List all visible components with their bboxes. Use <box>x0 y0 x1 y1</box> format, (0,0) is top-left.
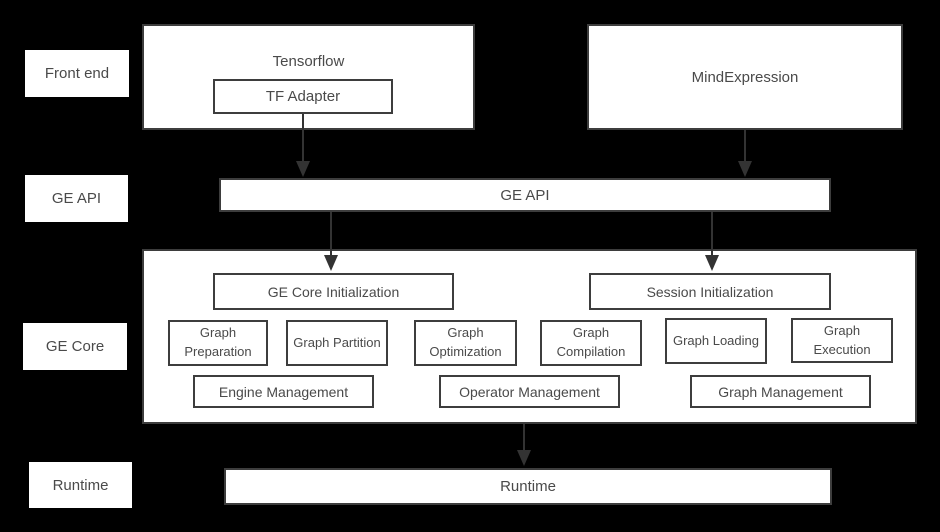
arrow-down-icon <box>738 161 752 177</box>
ge-core-initialization-box: GE Core Initialization <box>213 273 454 310</box>
arrow-mindexpression-to-ge-api <box>738 130 752 177</box>
arrow-down-icon <box>705 255 719 271</box>
mindexpression-box: MindExpression <box>587 24 903 130</box>
runtime-bar: Runtime <box>224 468 832 505</box>
graph-preparation-box: Graph Preparation <box>168 320 268 366</box>
tf-adapter-box: TF Adapter <box>213 79 393 114</box>
arrow-down-icon <box>296 161 310 177</box>
arrow-ge-api-to-ge-core-init <box>324 212 338 271</box>
graph-loading-box: Graph Loading <box>665 318 767 364</box>
graph-compilation-box: Graph Compilation <box>540 320 642 366</box>
session-initialization-box: Session Initialization <box>589 273 831 310</box>
layer-label-runtime: Runtime <box>29 462 132 508</box>
arrow-ge-core-to-runtime <box>517 424 531 466</box>
arrow-down-icon <box>517 450 531 466</box>
tensorflow-title: Tensorflow <box>272 53 345 70</box>
arrow-ge-api-to-session-init <box>705 212 719 271</box>
ge-api-bar: GE API <box>219 178 831 212</box>
graph-execution-box: Graph Execution <box>791 318 893 363</box>
arrow-tf-adapter-to-ge-api <box>296 114 310 177</box>
graph-optimization-box: Graph Optimization <box>414 320 517 366</box>
graph-management-box: Graph Management <box>690 375 871 408</box>
graph-partition-box: Graph Partition <box>286 320 388 366</box>
arrow-down-icon <box>324 255 338 271</box>
operator-management-box: Operator Management <box>439 375 620 408</box>
layer-label-ge-core: GE Core <box>23 323 127 370</box>
layer-label-ge-api: GE API <box>25 175 128 222</box>
layer-label-front-end: Front end <box>25 50 129 97</box>
engine-management-box: Engine Management <box>193 375 374 408</box>
